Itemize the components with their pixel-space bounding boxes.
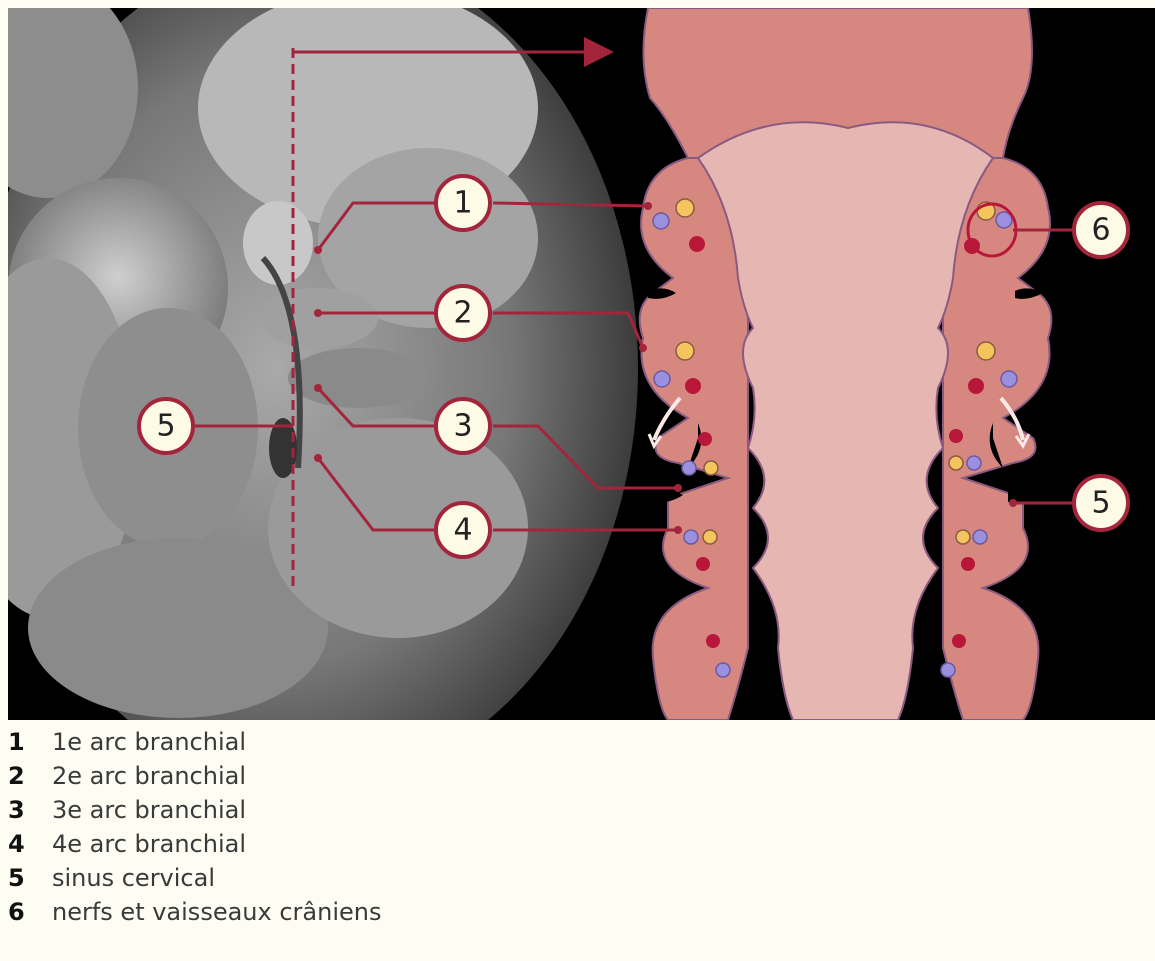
legend-number: 5: [8, 862, 52, 894]
legend-label: nerfs et vaisseaux crâniens: [52, 896, 381, 928]
legend-number: 4: [8, 828, 52, 860]
pharynx-cross-section: [640, 8, 1052, 720]
callout-4: 4: [436, 503, 490, 557]
callout-2-label: 2: [453, 296, 472, 331]
legend-number: 3: [8, 794, 52, 826]
callout-6: 6: [1074, 203, 1128, 257]
callout-4-label: 4: [453, 513, 472, 548]
callout-5-right-label: 5: [1091, 486, 1110, 521]
embryo-photograph: [8, 8, 648, 720]
callout-5-left: 5: [139, 399, 193, 453]
callout-3: 3: [436, 399, 490, 453]
legend-number: 6: [8, 896, 52, 928]
callout-3-label: 3: [453, 409, 472, 444]
legend-label: 2e arc branchial: [52, 760, 246, 792]
legend-number: 2: [8, 760, 52, 792]
callout-2: 2: [436, 286, 490, 340]
legend-label: 3e arc branchial: [52, 794, 246, 826]
legend-label: 1e arc branchial: [52, 726, 246, 758]
callout-5-left-label: 5: [156, 409, 175, 444]
legend-label: sinus cervical: [52, 862, 215, 894]
callout-1: 1: [436, 176, 490, 230]
callout-6-label: 6: [1091, 213, 1110, 248]
legend-number: 1: [8, 726, 52, 758]
callout-1-label: 1: [453, 186, 472, 221]
callout-5-right: 5: [1074, 476, 1128, 530]
branchial-arches-figure: 1 2 3 4 5 6 5: [8, 8, 1155, 720]
legend-label: 4e arc branchial: [52, 828, 246, 860]
